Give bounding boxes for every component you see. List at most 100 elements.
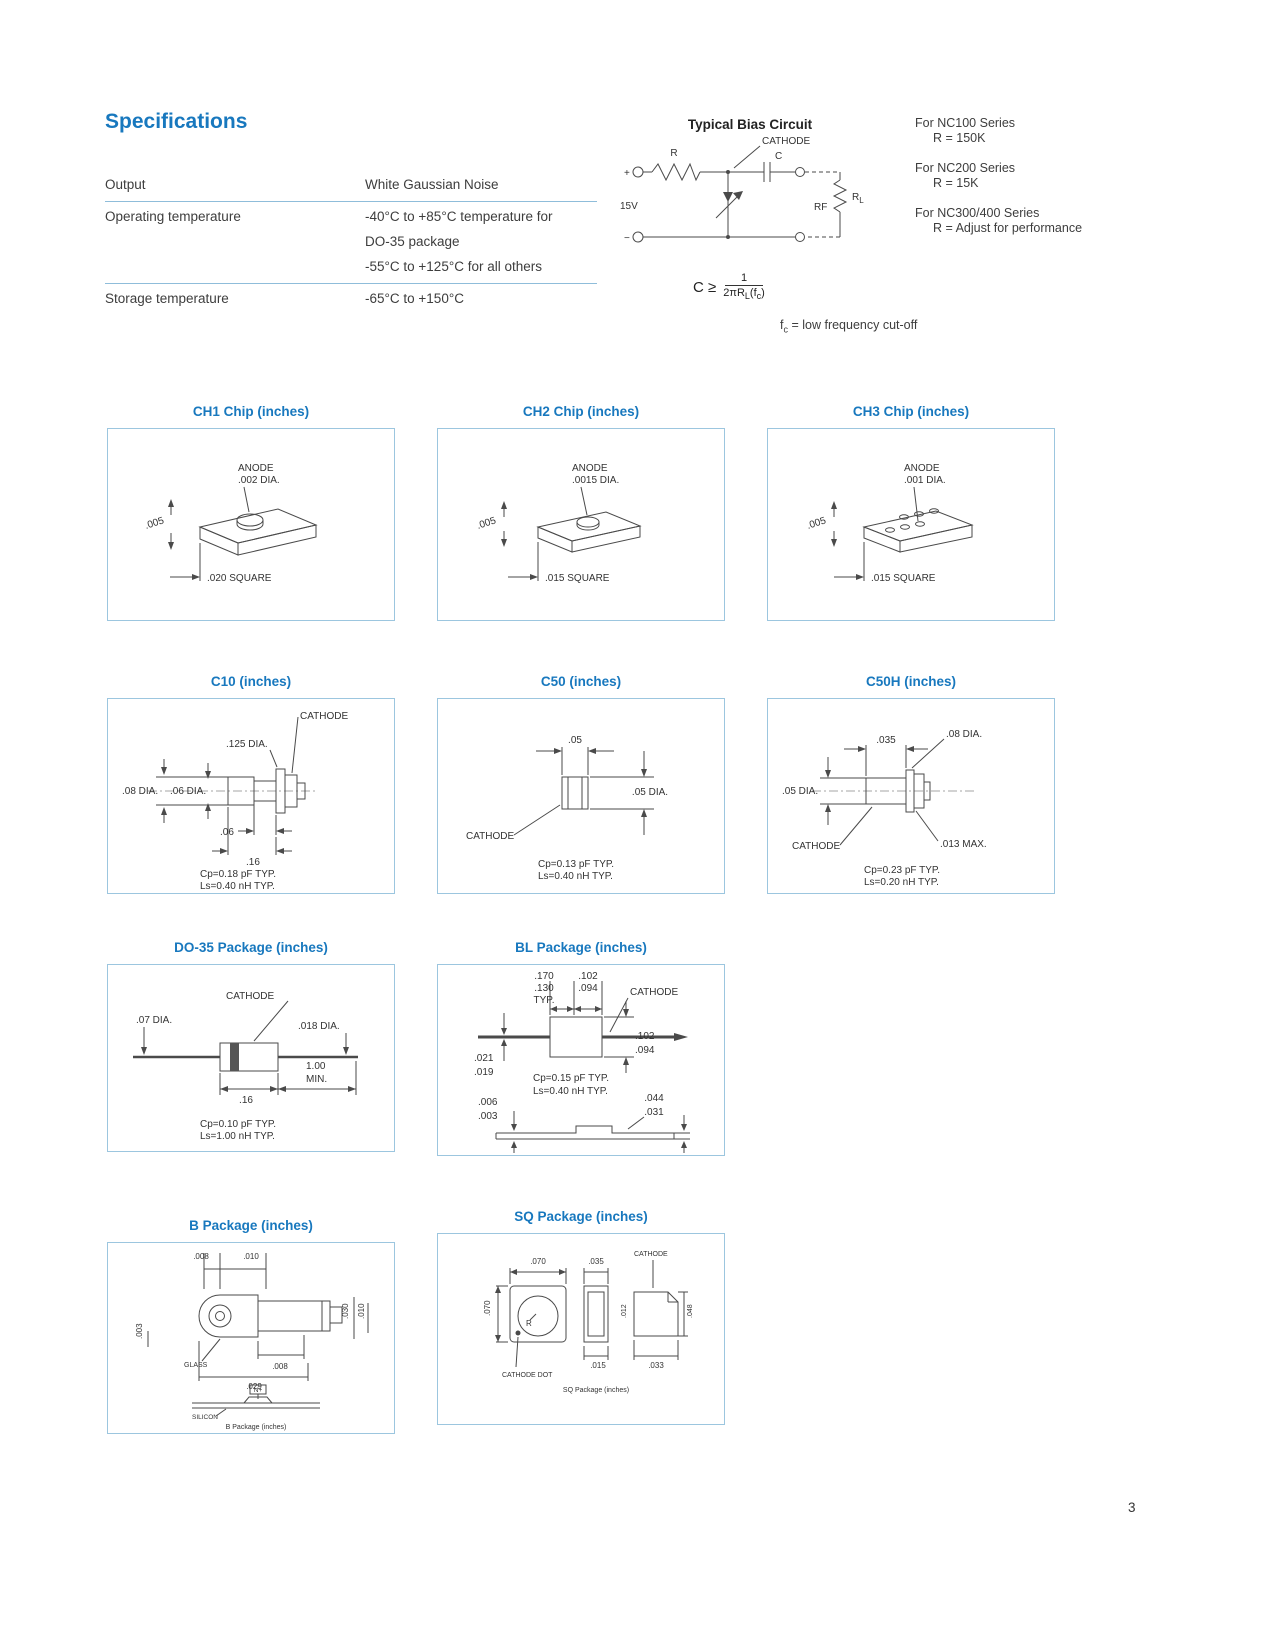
bl-cp-value: Cp=0.15 pF TYP. <box>533 1073 609 1084</box>
note-nc200-series: For NC200 Series <box>915 161 1016 175</box>
c50h-dia08-dim: .08 DIA. <box>946 729 982 740</box>
do35-ls-value: Ls=1.00 nH TYP. <box>200 1131 275 1142</box>
do35-dia018-dim: .018 DIA. <box>298 1021 340 1032</box>
b-d003-dim: .003 <box>135 1323 144 1339</box>
panel-sq: SQ Package (inches) <box>437 1209 725 1425</box>
c10-drawing: CATHODE .125 DIA. .08 DIA. .06 DIA. .06 … <box>122 711 348 892</box>
spec-row-operating-temp: Operating temperature -40°C to +85°C tem… <box>105 202 597 284</box>
c10-dia125-dim: .125 DIA. <box>226 739 268 750</box>
c50h-body-shape <box>820 738 945 846</box>
panel-ch2: CH2 Chip (inches) <box>437 404 725 621</box>
ch3-square-dim: .015 SQUARE <box>871 573 936 584</box>
c50-drawing: .05 .05 DIA. CATHODE Cp=0.13 pF TYP. Ls=… <box>466 735 668 882</box>
sq-cathode-label: CATHODE <box>634 1251 668 1258</box>
panel-ch1-title: CH1 Chip (inches) <box>192 404 310 419</box>
do35-min-label: MIN. <box>306 1074 327 1085</box>
ch2-anode-label: ANODE <box>572 463 608 474</box>
do35-dim-lines <box>143 1000 357 1095</box>
c50h-drawing: .035 .08 DIA. .05 DIA. .013 MAX. CATHODE… <box>782 729 987 888</box>
panel-c50: C50 (inches) <box>437 674 725 894</box>
spec-label-storage-temp: Storage temperature <box>105 291 229 306</box>
spec-label-operating-temp: Operating temperature <box>105 209 241 224</box>
cathode-label: CATHODE <box>762 136 810 147</box>
panel-ch1: CH1 Chip (inches) <box>107 404 395 621</box>
page-title: Specifications <box>105 110 248 133</box>
b-d008b-dim: .008 <box>272 1362 288 1371</box>
do35-cathode-label: CATHODE <box>226 991 274 1002</box>
c10-dia08-dim: .08 DIA. <box>122 786 158 797</box>
ch1-anode-label: ANODE <box>238 463 274 474</box>
b-d029-dim: .029 <box>246 1382 262 1391</box>
panel-ch3: CH3 Chip (inches) <box>767 404 1055 621</box>
page-number: 3 <box>1128 1500 1136 1515</box>
sq-radius-label: R <box>526 1319 532 1328</box>
ch3-drawing: ANODE .001 DIA. .005 .015 SQUARE <box>806 463 974 584</box>
panel-b: B Package (inches) <box>107 1218 395 1434</box>
bl-d094b-dim: .094 <box>635 1045 655 1056</box>
b-d010a-dim: .010 <box>243 1252 259 1261</box>
panel-bl: BL Package (inches) <box>437 940 725 1156</box>
bl-d021-dim: .021 <box>474 1053 494 1064</box>
bl-lead-tip <box>674 1033 688 1041</box>
c10-dim06: .06 <box>220 827 234 838</box>
sq-cathode-dot-label: CATHODE DOT <box>502 1372 553 1379</box>
do35-dim16: .16 <box>239 1095 253 1106</box>
plus-terminal-label: + <box>624 168 630 179</box>
formula-fraction: 1 2πRL(fc) <box>723 272 765 302</box>
ch1-square-dim: .020 SQUARE <box>207 573 272 584</box>
c50-dim05: .05 <box>568 735 582 746</box>
spec-table: Output White Gaussian Noise Operating te… <box>105 170 597 315</box>
cutoff-footnote: fc = low frequency cut-off <box>780 318 918 335</box>
ch2-dim-arrows <box>501 501 538 580</box>
resistor-r-label: R <box>670 148 677 159</box>
do35-dia07-dim: .07 DIA. <box>136 1015 172 1026</box>
c10-cathode-label: CATHODE <box>300 711 348 722</box>
b-drawing: .008 .010 GLASS .008 .029 .003 .030 .010… <box>135 1252 369 1431</box>
c50h-ls-value: Ls=0.20 nH TYP. <box>864 877 939 888</box>
b-glass-label: GLASS <box>184 1362 208 1369</box>
b-d030-dim: .030 <box>341 1303 350 1319</box>
bl-d006-dim: .006 <box>478 1097 498 1108</box>
sq-d035-dim: .035 <box>588 1257 604 1266</box>
bl-d102a-dim: .102 <box>578 971 598 982</box>
spec-row-storage-temp: Storage temperature -65°C to +150°C <box>105 284 597 315</box>
sq-d070b-dim: .070 <box>483 1300 492 1316</box>
formula-lhs: C ≥ <box>693 278 717 296</box>
bl-body <box>549 1016 603 1058</box>
c50-dim-arrows <box>554 748 647 817</box>
bias-formula: C ≥ 1 2πRL(fc) <box>693 272 765 302</box>
c50-cathode-label: CATHODE <box>466 831 514 842</box>
bl-d019-dim: .019 <box>474 1067 494 1078</box>
ch2-height-dim: .005 <box>476 515 498 532</box>
note-nc100: For NC100 Series R = 150K <box>915 116 1082 146</box>
note-nc200-value: R = 15K <box>933 176 979 190</box>
note-nc100-value: R = 150K <box>933 131 986 145</box>
sq-d048-dim: .048 <box>687 1304 694 1318</box>
sq-d012-dim: .012 <box>621 1304 628 1318</box>
ch3-chip-shape <box>833 486 974 581</box>
c50h-max013-dim: .013 MAX. <box>940 839 987 850</box>
bl-dim-arrows <box>501 1006 687 1148</box>
c50-dia05-dim: .05 DIA. <box>632 787 668 798</box>
note-nc200: For NC200 Series R = 15K <box>915 161 1082 191</box>
b-d010b-dim: .010 <box>357 1303 366 1319</box>
ch1-drawing: ANODE .002 DIA. .005 .020 SQUARE <box>144 463 318 584</box>
spec-value-storage-temp: -65°C to +150°C <box>365 291 464 306</box>
bias-circuit-wires <box>632 145 848 243</box>
sq-dim-arrows <box>495 1269 566 1342</box>
b-d008a-dim: .008 <box>193 1252 209 1261</box>
ch3-anode-label: ANODE <box>904 463 940 474</box>
sq-caption: SQ Package (inches) <box>563 1387 629 1394</box>
bias-circuit-diagram: + − 15V R C CATHODE RF RL <box>620 136 864 244</box>
sq-d070a-dim: .070 <box>530 1257 546 1266</box>
panel-do35: DO-35 Package (inches) <box>107 940 395 1152</box>
bl-ls-value: Ls=0.40 nH TYP. <box>533 1086 608 1097</box>
ch2-drawing: ANODE .0015 DIA. .005 .015 SQUARE <box>476 463 642 584</box>
bl-d003-dim: .003 <box>478 1111 498 1122</box>
supply-voltage-label: 15V <box>620 201 638 212</box>
c50h-cathode-label: CATHODE <box>792 841 840 852</box>
ch1-dim-arrows <box>168 499 200 580</box>
panel-c10-title: C10 (inches) <box>210 674 292 689</box>
c50-cp-value: Cp=0.13 pF TYP. <box>538 859 614 870</box>
